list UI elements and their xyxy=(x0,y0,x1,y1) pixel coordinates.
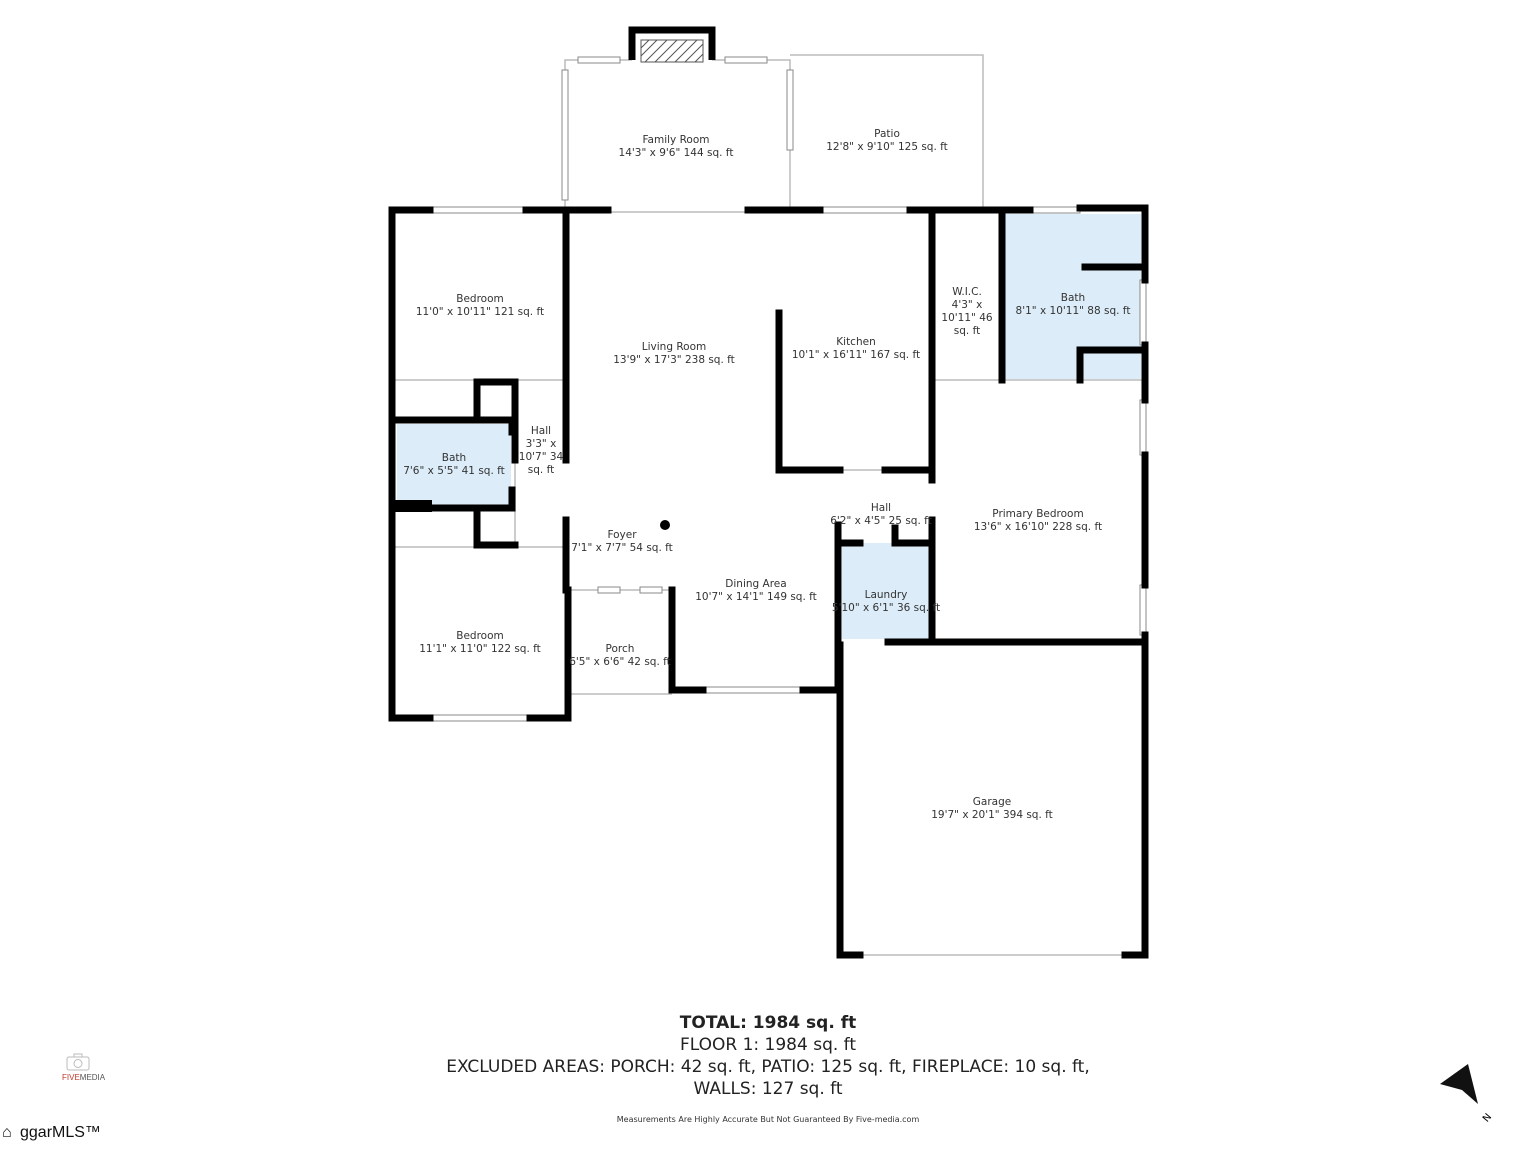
walls xyxy=(388,204,1149,959)
fireplace xyxy=(628,26,716,63)
wet-room-fills xyxy=(397,214,1141,639)
total-area: TOTAL: 1984 sq. ft xyxy=(679,1013,857,1033)
area-summary: TOTAL: 1984 sq. ft FLOOR 1: 1984 sq. ft … xyxy=(446,1012,1090,1100)
house-icon: ⌂ xyxy=(2,1124,12,1141)
excluded-areas: EXCLUDED AREAS: PORCH: 42 sq. ft, PATIO:… xyxy=(446,1057,1090,1077)
north-arrow-icon: N xyxy=(1440,1064,1494,1125)
room-wic: W.I.C.4'3" x 10'11" 46 sq. ft xyxy=(941,286,993,337)
mls-logo: ⌂ggarMLS™ xyxy=(2,1124,101,1141)
walls-area: WALLS: 127 sq. ft xyxy=(693,1079,843,1099)
disclaimer: Measurements Are Highly Accurate But Not… xyxy=(616,1115,920,1124)
camera-icon xyxy=(66,1053,90,1071)
windows xyxy=(388,56,1147,722)
north-label: N xyxy=(1481,1112,1494,1125)
column-marker xyxy=(660,520,670,530)
fivemedia-logo: FIVEMEDIA xyxy=(62,1053,105,1082)
floor-area: FLOOR 1: 1984 sq. ft xyxy=(679,1035,857,1055)
